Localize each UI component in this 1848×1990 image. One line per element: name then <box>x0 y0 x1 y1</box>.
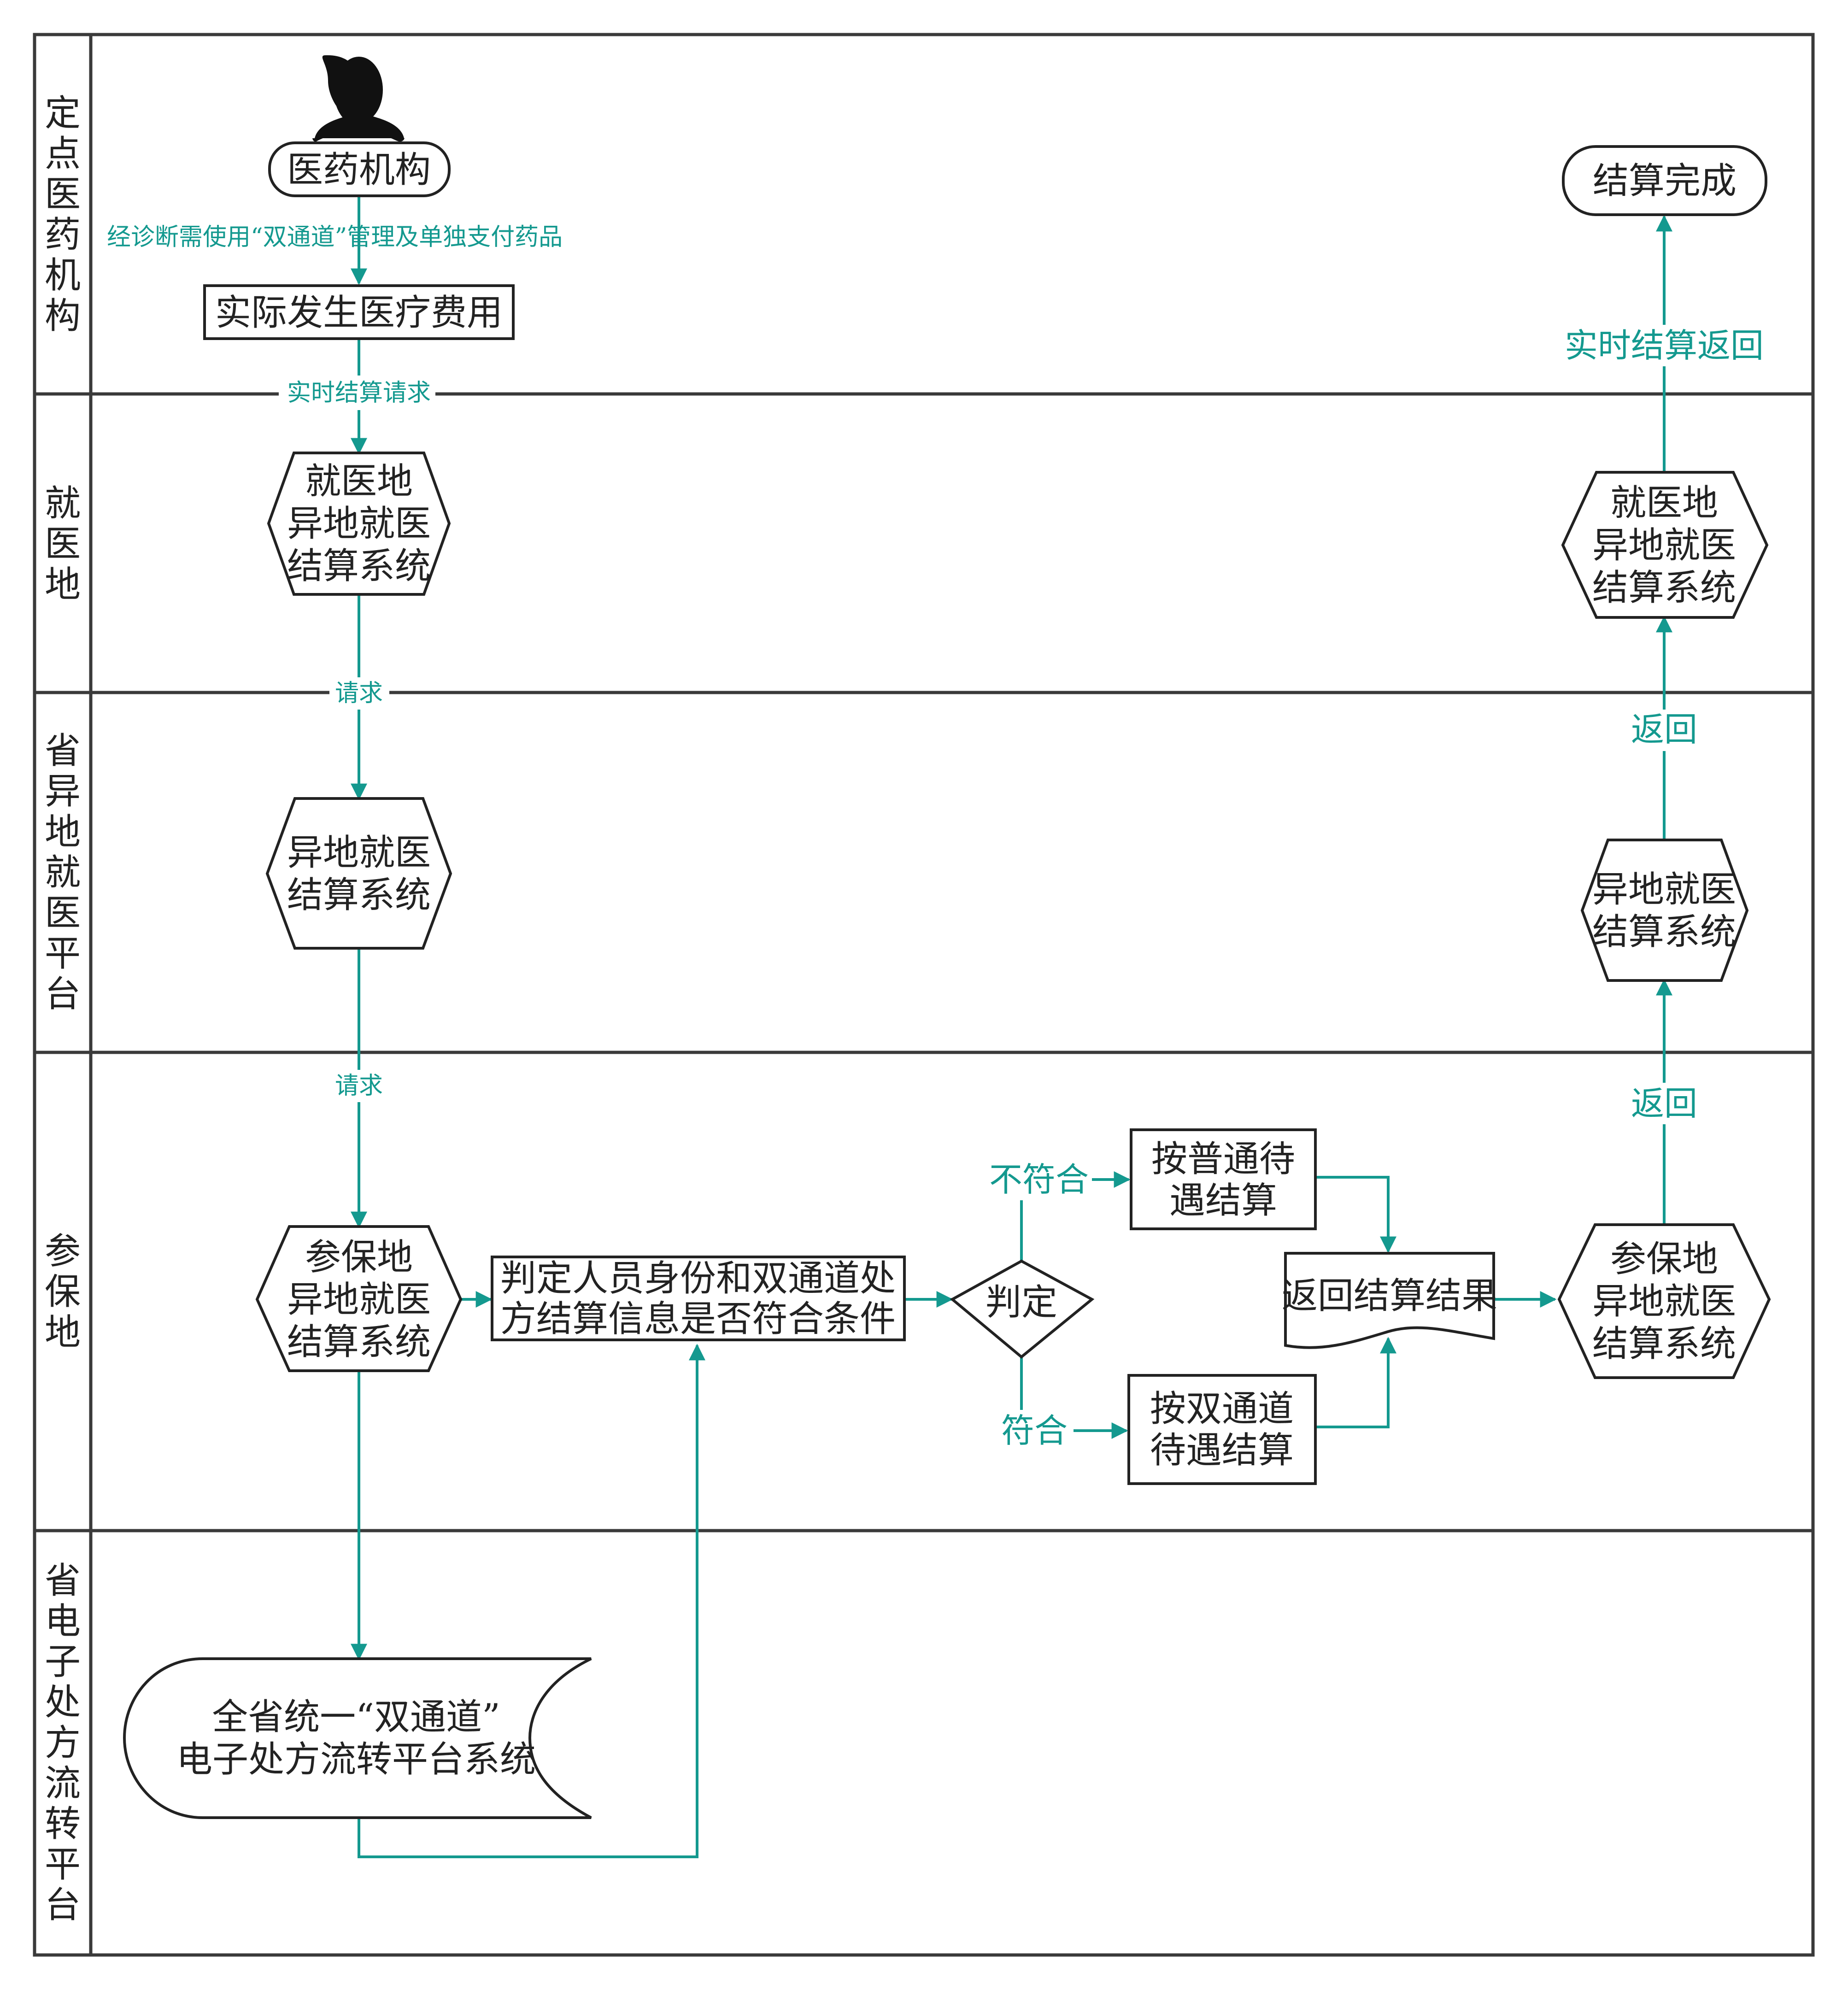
lane-label-char: 机 <box>45 255 81 296</box>
lane-label-char: 台 <box>45 974 81 1015</box>
node-label-line: 全省统一“双通道” <box>212 1696 500 1738</box>
lane-label-char: 省 <box>45 1560 81 1602</box>
node-local-system-right <box>1561 471 1769 619</box>
lane-label-char: 流 <box>45 1763 81 1804</box>
node-label-line: 返回结算结果 <box>1282 1275 1497 1317</box>
node-label-line: 参保地 <box>305 1237 413 1278</box>
lane-label-char: 药 <box>45 214 81 256</box>
lane-label-char: 就 <box>45 852 81 893</box>
lane-label-designated-institution: 定点医药机构 <box>45 93 81 337</box>
lane-label-char: 方 <box>45 1722 81 1764</box>
node-dual-settle <box>1127 1374 1317 1485</box>
node-actual-cost <box>203 284 515 340</box>
node-label-line: 异地就医 <box>1592 1281 1736 1322</box>
node-insured-system-left <box>255 1225 463 1372</box>
lane-label-char: 异 <box>45 771 81 812</box>
lane-label-char: 子 <box>45 1641 81 1683</box>
node-label-line: 异地就医 <box>287 832 431 874</box>
lane-label-char: 医 <box>45 892 81 934</box>
lane-label-char: 省 <box>45 730 81 772</box>
lane-label-char: 平 <box>45 1844 81 1885</box>
lane-label-char: 医 <box>45 174 81 215</box>
node-medical-institution <box>268 141 451 197</box>
edge-label-realtime-request: 实时结算请求 <box>287 379 431 407</box>
node-label-line: 结算系统 <box>1592 567 1736 609</box>
node-result-doc <box>1284 1252 1495 1349</box>
edge-label-return-2: 返回 <box>1631 710 1697 749</box>
lane-label-char: 电 <box>45 1601 81 1642</box>
node-label-line: 异地就医 <box>1592 525 1736 566</box>
node-label-line: 异地就医 <box>287 503 431 545</box>
edge-label-return-1: 返回 <box>1631 1084 1697 1123</box>
edge-label-request-1: 请求 <box>335 680 383 707</box>
node-judge-box <box>491 1256 906 1341</box>
node-label-line: 异地就医 <box>287 1279 431 1321</box>
node-insured-system-right <box>1557 1223 1771 1379</box>
lane-label-char: 地 <box>45 811 81 853</box>
diagram-frame <box>33 33 1815 1957</box>
node-province-system-left <box>265 797 452 950</box>
edge-label-not-match: 不符合 <box>989 1160 1089 1199</box>
lane-label-char: 台 <box>45 1884 81 1926</box>
edge-normal-to-result <box>1315 1176 1396 1253</box>
edge-label-match: 符合 <box>1001 1411 1068 1450</box>
node-decision <box>950 1259 1095 1359</box>
lane-label-char: 医 <box>45 523 81 565</box>
node-label-line: 结算完成 <box>1593 160 1737 202</box>
node-label-line: 结算系统 <box>287 546 431 587</box>
edge-label-request-2: 请求 <box>335 1072 383 1100</box>
lane-label-char: 地 <box>45 1312 81 1353</box>
node-label-line: 判定人员身份和双通道处 <box>500 1258 896 1299</box>
node-settle-done <box>1562 145 1767 216</box>
lane-label-char: 就 <box>45 483 81 524</box>
edge-label-realtime-return: 实时结算返回 <box>1565 326 1764 365</box>
person-silhouette-icon <box>312 55 405 142</box>
node-label-line: 结算系统 <box>1592 1323 1736 1365</box>
node-e-prescription-platform <box>123 1657 592 1819</box>
lane-label-char: 平 <box>45 933 81 974</box>
lane-label-char: 定 <box>45 93 81 134</box>
node-label-line: 按普通待 <box>1151 1139 1295 1180</box>
edge-labels: 经诊断需使用“双通道”管理及单独支付药品 实时结算请求 请求 请求 不符合 符合… <box>107 223 1765 1451</box>
node-label-line: 判定 <box>986 1282 1057 1323</box>
edge-eprescription-to-judge <box>358 1344 705 1858</box>
lane-label-e-prescription-platform: 省电子处方流转平台 <box>45 1560 81 1926</box>
node-label-line: 结算系统 <box>287 875 431 916</box>
node-normal-settle <box>1130 1128 1317 1230</box>
lane-label-provincial-platform: 省异地就医平台 <box>45 730 81 1015</box>
node-label-line: 方结算信息是否符合条件 <box>500 1298 896 1340</box>
node-label-line: 就医地 <box>1610 482 1718 524</box>
node-label-line: 医药机构 <box>287 149 431 191</box>
lane-label-char: 构 <box>45 295 81 337</box>
lane-label-char: 处 <box>45 1682 81 1723</box>
node-label-line: 电子处方流转平台系统 <box>176 1739 536 1780</box>
lane-labels: 定点医药机构 就医地 省异地就医平台 参保地 省电子处方流转平台 <box>45 93 81 1926</box>
edge-dual-to-result <box>1315 1337 1396 1428</box>
node-label-line: 待遇结算 <box>1150 1430 1294 1471</box>
node-label-line: 参保地 <box>1610 1239 1718 1280</box>
lane-label-char: 地 <box>45 564 81 605</box>
lane-label-char: 点 <box>45 133 81 175</box>
lane-label-char: 参 <box>45 1231 81 1272</box>
node-local-system-top <box>267 452 451 596</box>
lane-label-treatment-location: 就医地 <box>45 483 81 605</box>
node-label-line: 就医地 <box>305 461 413 502</box>
node-label-line: 按双通道 <box>1150 1388 1294 1430</box>
node-label-line: 遇结算 <box>1169 1180 1277 1221</box>
node-province-system-right <box>1580 839 1749 982</box>
edge-label-diagnosis: 经诊断需使用“双通道”管理及单独支付药品 <box>107 223 563 251</box>
node-label-line: 结算系统 <box>1592 911 1736 953</box>
lane-label-char: 保 <box>45 1271 81 1313</box>
lane-label-char: 转 <box>45 1803 81 1845</box>
node-label-line: 结算系统 <box>287 1321 431 1363</box>
node-label-line: 异地就医 <box>1592 869 1736 910</box>
lane-label-insured-location: 参保地 <box>45 1231 81 1353</box>
node-label-line: 实际发生医疗费用 <box>215 292 503 334</box>
flow-edges <box>351 196 1672 1858</box>
